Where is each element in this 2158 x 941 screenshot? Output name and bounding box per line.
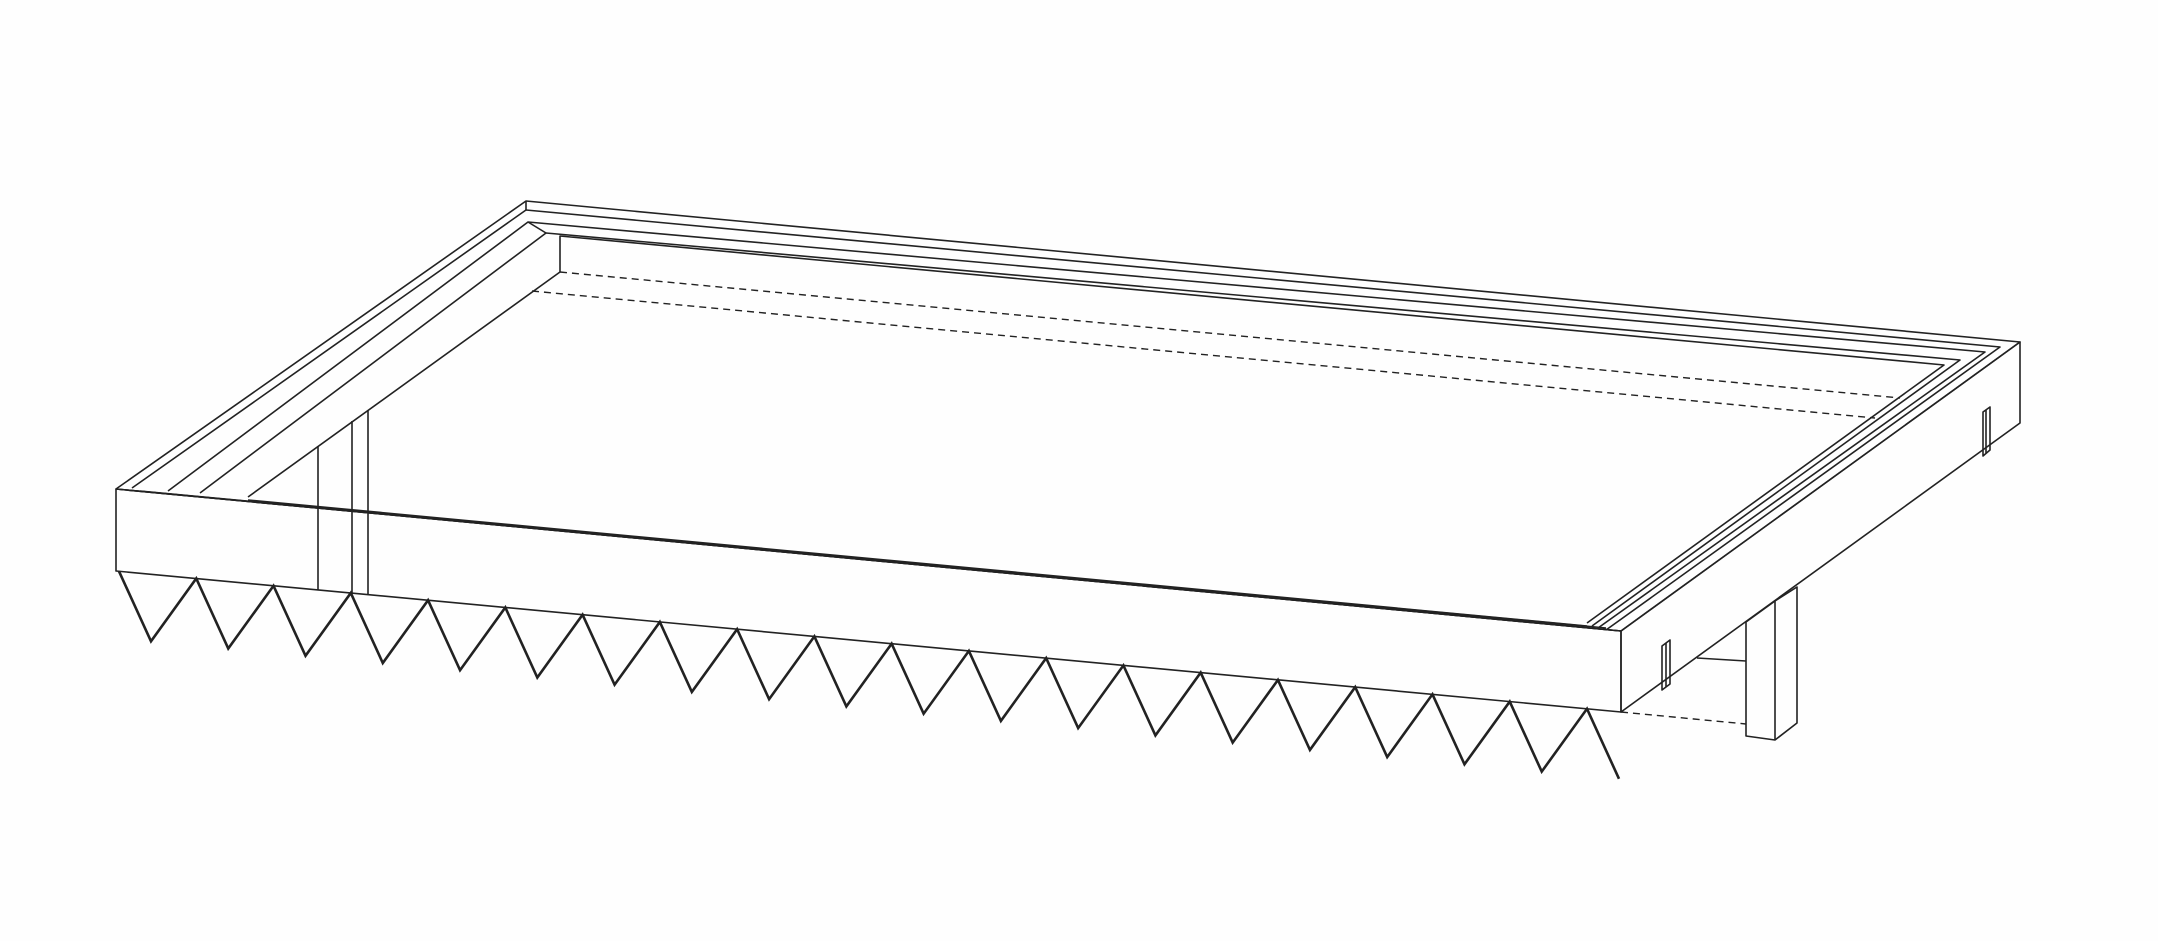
zigzag-fringe	[117, 570, 1621, 780]
right-support-leg	[1620, 586, 1798, 741]
left-support-posts	[317, 410, 369, 595]
hidden-line-lower	[531, 290, 1876, 419]
slot-back	[1982, 406, 1991, 457]
frame-borders	[115, 201, 2001, 632]
top-panel-surface	[115, 200, 2021, 632]
hidden-line-upper	[559, 271, 1901, 399]
slot-front	[1661, 639, 1671, 691]
right-frame-face	[1620, 341, 2021, 713]
front-frame-face	[115, 488, 1622, 713]
